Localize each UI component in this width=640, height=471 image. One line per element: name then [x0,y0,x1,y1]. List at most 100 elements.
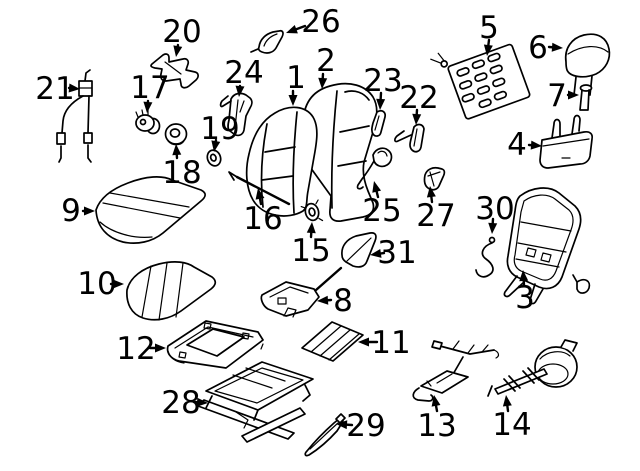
callout-3-number: 3 [515,280,535,316]
callout-25-number: 25 [362,193,401,229]
callout-19-arrowhead [211,140,221,152]
part-13-bracket-wiring [412,340,500,402]
callout-14-number: 14 [492,407,531,443]
callout-22-arrowhead [412,113,422,125]
callout-24-arrowhead [235,85,245,97]
part-15-grommet [300,199,324,222]
callout-22-number: 22 [399,80,438,116]
part-5-heater-pad [430,43,531,120]
callout-7-number: 7 [547,78,567,114]
callout-8-arrowhead [317,295,329,305]
callout-13-arrowhead [431,395,441,407]
part-4-bracket [539,114,594,169]
callout-21-number: 21 [35,71,74,107]
callout-1-number: 1 [286,60,306,96]
part-19-grommet [206,149,222,167]
callout-20: 20 [162,14,202,57]
callout-6: 6 [528,30,563,66]
part-22-clip [394,123,425,153]
part-30-spring-wire [475,236,496,278]
callout-17-arrowhead [143,101,153,113]
part-17-knob [135,109,161,135]
callout-29: 29 [336,408,386,444]
callout-15: 15 [291,222,331,269]
callout-24-number: 24 [224,55,263,91]
callout-31: 31 [370,235,417,271]
callout-11: 11 [358,325,411,361]
callout-23-arrowhead [376,98,386,110]
callout-9: 9 [61,193,95,229]
part-31-cover [341,232,377,268]
callout-9-arrowhead [84,206,95,216]
callout-15-number: 15 [291,233,330,269]
callout-12-number: 12 [116,331,155,367]
callout-9-number: 9 [61,193,81,229]
callout-11-number: 11 [371,325,410,361]
callout-8-number: 8 [333,283,353,319]
callout-5: 5 [479,10,499,56]
part-21-wiring-harness [56,69,93,163]
callout-4: 4 [507,127,542,163]
callout-20-arrowhead [173,45,183,57]
part-28-track-frame [197,361,314,443]
callout-21: 21 [35,71,80,107]
callout-27-arrowhead [426,186,436,198]
callout-28: 28 [161,385,208,421]
callout-20-number: 20 [162,14,201,50]
part-18-bushing [164,123,188,146]
callout-17: 17 [130,70,170,113]
callout-22: 22 [399,80,439,125]
callout-15-arrowhead [306,222,316,234]
callout-26-number: 26 [301,4,340,40]
callout-25-arrowhead [372,181,382,193]
callout-30-arrowhead [488,222,498,234]
callout-25: 25 [362,181,402,229]
callout-28-arrowhead [196,397,208,407]
callout-26: 26 [286,4,341,40]
part-25-handle [356,147,393,190]
part-12-cushion-pan [166,320,264,369]
part-29-trim [304,413,346,457]
callout-5-arrowhead [483,44,493,56]
callout-10: 10 [77,266,124,302]
callout-17-number: 17 [130,70,169,106]
callout-6-number: 6 [528,30,548,66]
part-27-clip [423,166,446,191]
part-6-headrest [564,33,611,96]
callout-7: 7 [547,78,579,114]
callout-27: 27 [416,186,456,234]
callout-4-arrowhead [530,140,542,150]
callout-30: 30 [475,191,515,234]
part-14-bracket-blower [487,339,578,397]
callout-12-arrowhead [155,343,166,353]
callout-16-arrowhead [255,188,265,200]
callout-10-number: 10 [77,266,116,302]
callout-29-arrowhead [336,420,348,430]
callout-16-number: 16 [243,201,282,237]
callout-21-arrowhead [68,83,80,93]
parts-artwork [56,29,611,457]
part-8-panel [260,266,343,318]
callout-1: 1 [286,60,306,106]
callout-2-arrowhead [318,77,328,89]
callout-4-number: 4 [507,127,527,163]
callout-10-arrowhead [113,279,124,289]
callout-18: 18 [162,144,202,191]
callout-16: 16 [243,188,283,237]
callout-3-arrowhead [519,270,529,282]
callout-23-number: 23 [363,63,402,99]
callout-26-arrowhead [286,24,298,34]
part-10-cushion-pad [126,261,217,321]
callout-18-arrowhead [172,144,182,156]
callout-27-number: 27 [416,198,455,234]
callout-5-number: 5 [479,10,499,46]
callout-1-arrowhead [288,95,298,106]
part-1-seatback-front-cover [245,106,318,217]
callout-2-number: 2 [316,43,336,79]
part-7-headrest-guide [579,84,593,111]
callout-24: 24 [224,55,264,97]
callout-23: 23 [363,63,403,110]
callout-30-number: 30 [475,191,514,227]
part-23-clip [371,109,386,137]
